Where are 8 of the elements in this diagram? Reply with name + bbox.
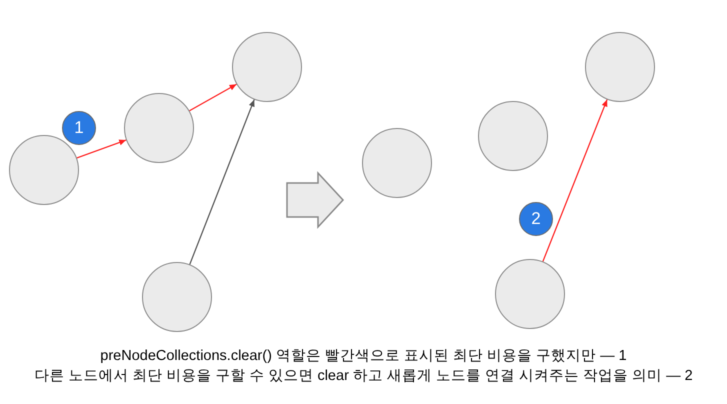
arrow — [189, 84, 237, 112]
caption-text: 다른 노드에서 최단 비용을 구할 수 있으면 clear 하고 새롭게 노드를 연결 시켜주는 작업을 의미 — 2 — [33, 367, 694, 385]
number-badge: 2 — [519, 202, 553, 236]
arrow — [189, 99, 255, 265]
arrow — [76, 139, 126, 159]
number-badge: 1 — [62, 111, 96, 145]
arrow — [542, 99, 608, 262]
caption-text: preNodeCollections.clear() 역할은 빨간색으로 표시된 최단 비용을 구했지만 — 1 — [99, 347, 628, 365]
